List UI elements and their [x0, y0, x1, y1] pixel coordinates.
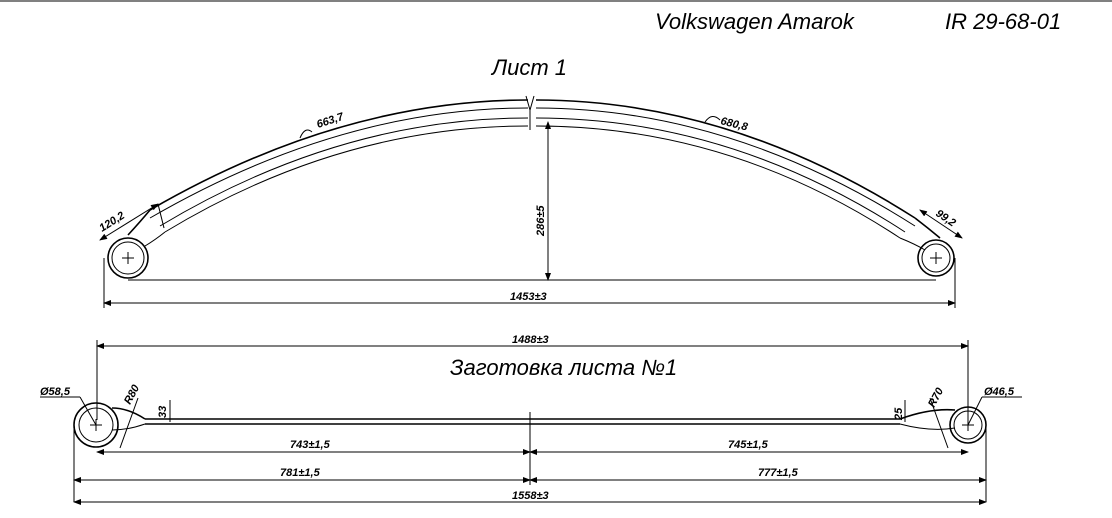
- leaf-spring-arc: [127, 95, 941, 251]
- flat-leaf: [111, 407, 956, 431]
- left-eye: [107, 237, 149, 279]
- part-number: IR 29-68-01: [945, 9, 1061, 34]
- dim-total-top: 1488±3: [512, 334, 549, 346]
- dim-arc-left: 663,7: [315, 111, 346, 131]
- right-eye: [917, 239, 955, 277]
- dim-end-right: 99,2: [933, 208, 957, 230]
- dim-half-right-outer: 777±1,5: [758, 467, 799, 479]
- dim-radius-right: R70: [926, 385, 946, 409]
- dim-offset-left: 33: [157, 406, 169, 418]
- dim-eye-right-dia: Ø46,5: [984, 386, 1015, 398]
- dim-total-bottom: 1558±3: [512, 490, 549, 502]
- sheet1-title: Лист 1: [490, 55, 567, 80]
- dim-half-left-outer: 781±1,5: [280, 467, 321, 479]
- dim-radius-left: R80: [122, 382, 142, 406]
- dim-eye-left-dia: Ø58,5: [40, 386, 71, 398]
- blank-title: Заготовка листа №1: [450, 355, 677, 380]
- dim-height: 286±5: [535, 205, 547, 237]
- model-title: Volkswagen Amarok: [655, 9, 855, 34]
- dim-half-left-inner: 743±1,5: [290, 439, 331, 451]
- dim-half-right-inner: 745±1,5: [728, 439, 769, 451]
- dim-offset-right: 25: [893, 407, 905, 421]
- dim-span: 1453±3: [510, 291, 547, 303]
- dim-end-left: 120,2: [97, 210, 127, 235]
